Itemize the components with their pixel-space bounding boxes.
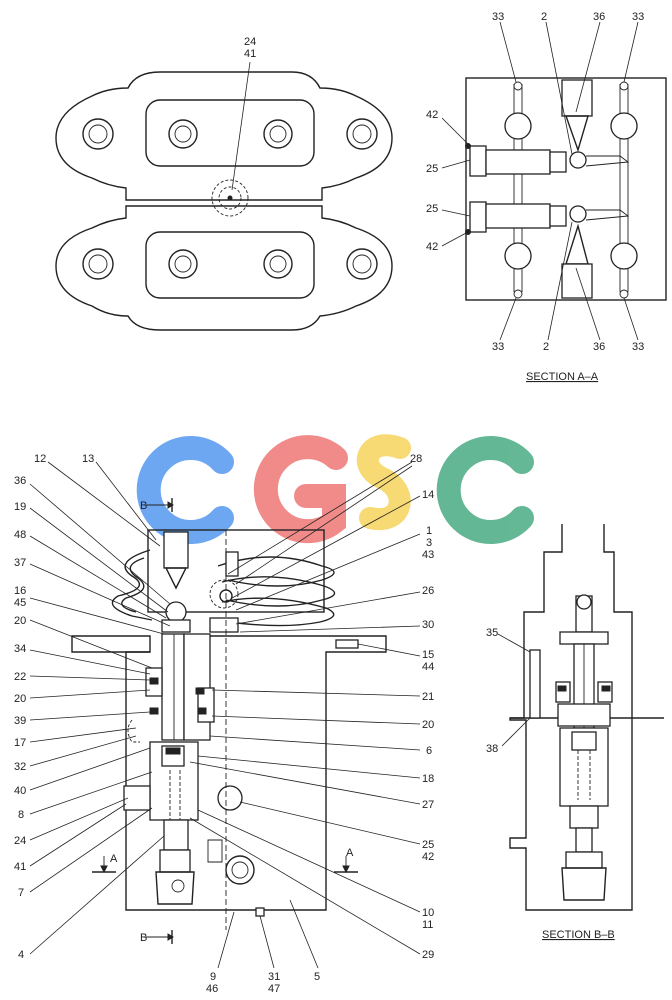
section-mark-a-right: A <box>346 847 354 859</box>
watermark-letter-s <box>356 434 411 531</box>
callout-28: 28 <box>410 453 422 465</box>
aa-callout-25-lower: 25 <box>426 203 438 215</box>
watermark-letter-c2 <box>436 436 534 544</box>
callout-27: 27 <box>422 799 434 811</box>
callout-39: 39 <box>14 715 26 727</box>
callout-45: 45 <box>14 597 26 609</box>
callout-14: 14 <box>422 489 434 501</box>
callout-24: 24 <box>14 835 26 847</box>
callout-20-a: 20 <box>14 615 26 627</box>
watermark-letter-c1 <box>136 436 234 544</box>
section-mark-b-top: B <box>140 500 147 512</box>
callout-15: 15 <box>422 649 434 661</box>
section-aa-view: 33 2 36 33 42 25 25 42 33 2 36 33 SECTIO… <box>426 11 667 383</box>
callout-36: 36 <box>14 475 26 487</box>
callout-8: 8 <box>18 809 24 821</box>
callout-5: 5 <box>314 971 320 983</box>
bb-callout-35: 35 <box>486 627 498 639</box>
section-bb-view: 35 38 SECTION B–B <box>486 524 664 941</box>
aa-callout-42-lower: 42 <box>426 241 438 253</box>
callout-18: 18 <box>422 773 434 785</box>
callout-42: 42 <box>422 851 434 863</box>
callout-34: 34 <box>14 643 26 655</box>
callout-46: 46 <box>206 983 218 995</box>
callout-43: 43 <box>422 549 434 561</box>
callout-17: 17 <box>14 737 26 749</box>
aa-callout-36-bottom: 36 <box>593 341 605 353</box>
callout-20-c: 20 <box>422 719 434 731</box>
callout-10: 10 <box>422 907 434 919</box>
aa-callout-2-bottom: 2 <box>543 341 549 353</box>
callout-12: 12 <box>34 453 46 465</box>
section-mark-b-bottom: B <box>140 932 147 944</box>
callout-7: 7 <box>18 887 24 899</box>
callout-31: 31 <box>268 971 280 983</box>
callout-11: 11 <box>422 919 433 931</box>
aa-callout-33-bottom-right: 33 <box>632 341 644 353</box>
callout-20-b: 20 <box>14 693 26 705</box>
callout-13: 13 <box>82 453 94 465</box>
callout-37: 37 <box>14 557 26 569</box>
aa-callout-42-upper: 42 <box>426 109 438 121</box>
callout-48: 48 <box>14 529 26 541</box>
aa-callout-25-upper: 25 <box>426 163 438 175</box>
callout-41-top: 41 <box>244 48 256 60</box>
main-section-view: B B A A 12 13 36 19 48 37 16 45 20 34 <box>14 453 434 995</box>
top-plan-view: 24 41 <box>55 36 393 331</box>
callout-26: 26 <box>422 585 434 597</box>
aa-callout-2-top: 2 <box>541 11 547 23</box>
callout-16: 16 <box>14 585 26 597</box>
callout-40: 40 <box>14 785 26 797</box>
callout-3: 3 <box>426 537 432 549</box>
callout-44: 44 <box>422 661 434 673</box>
bb-callout-38: 38 <box>486 743 498 755</box>
callout-1: 1 <box>426 525 432 537</box>
aa-callout-33-top-right: 33 <box>632 11 644 23</box>
aa-callout-33-bottom-left: 33 <box>492 341 504 353</box>
section-aa-title: SECTION A–A <box>526 371 599 383</box>
callout-29: 29 <box>422 949 434 961</box>
section-mark-a-left: A <box>110 853 118 865</box>
callout-4: 4 <box>18 949 24 961</box>
aa-callout-33-top-left: 33 <box>492 11 504 23</box>
watermark-letter-g <box>253 435 348 544</box>
cgsc-watermark <box>136 434 534 544</box>
callout-6: 6 <box>426 745 432 757</box>
callout-24-top: 24 <box>244 36 256 48</box>
callout-32: 32 <box>14 761 26 773</box>
callout-47: 47 <box>268 983 280 995</box>
section-bb-title: SECTION B–B <box>542 929 615 941</box>
callout-22: 22 <box>14 671 26 683</box>
aa-callout-36-top: 36 <box>593 11 605 23</box>
callout-19: 19 <box>14 501 26 513</box>
callout-25: 25 <box>422 839 434 851</box>
callout-41: 41 <box>14 861 26 873</box>
callout-9: 9 <box>210 971 216 983</box>
callout-30: 30 <box>422 619 434 631</box>
callout-21: 21 <box>422 691 434 703</box>
